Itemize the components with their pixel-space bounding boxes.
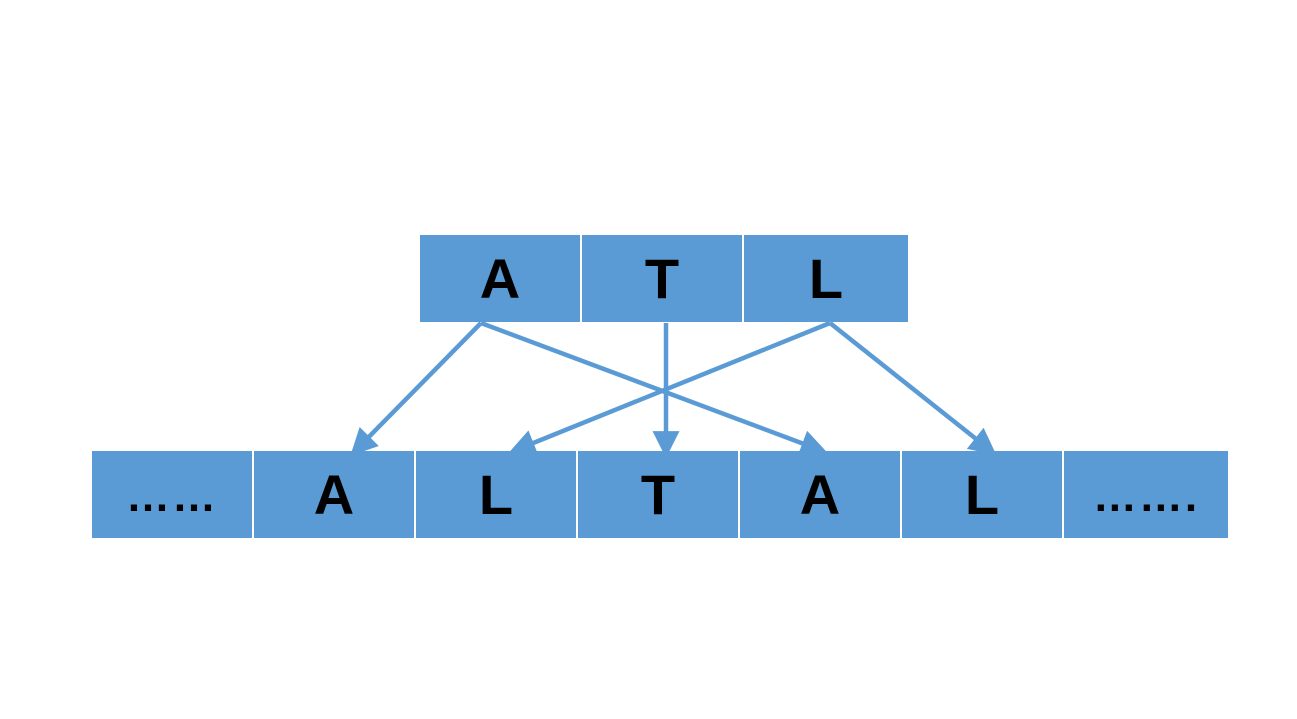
source-cell-a: A: [420, 235, 582, 322]
arrow-2-to-2: [508, 320, 831, 456]
arrow-0-to-4: [480, 320, 828, 457]
source-cell-t: T: [582, 235, 744, 322]
arrow-2-to-5: [828, 321, 997, 456]
arrow-0-to-1: [350, 321, 483, 456]
target-sequence-row: …… A L T A L …….: [92, 451, 1228, 538]
target-cell-l-1: L: [416, 451, 578, 538]
target-cell-ellipsis-left: ……: [92, 451, 254, 538]
target-cell-ellipsis-right: …….: [1064, 451, 1228, 538]
target-cell-l-2: L: [902, 451, 1064, 538]
target-cell-a-2: A: [740, 451, 902, 538]
target-cell-t: T: [578, 451, 740, 538]
source-sequence-row: A T L: [420, 235, 908, 322]
target-cell-a-1: A: [254, 451, 416, 538]
source-cell-l: L: [744, 235, 908, 322]
